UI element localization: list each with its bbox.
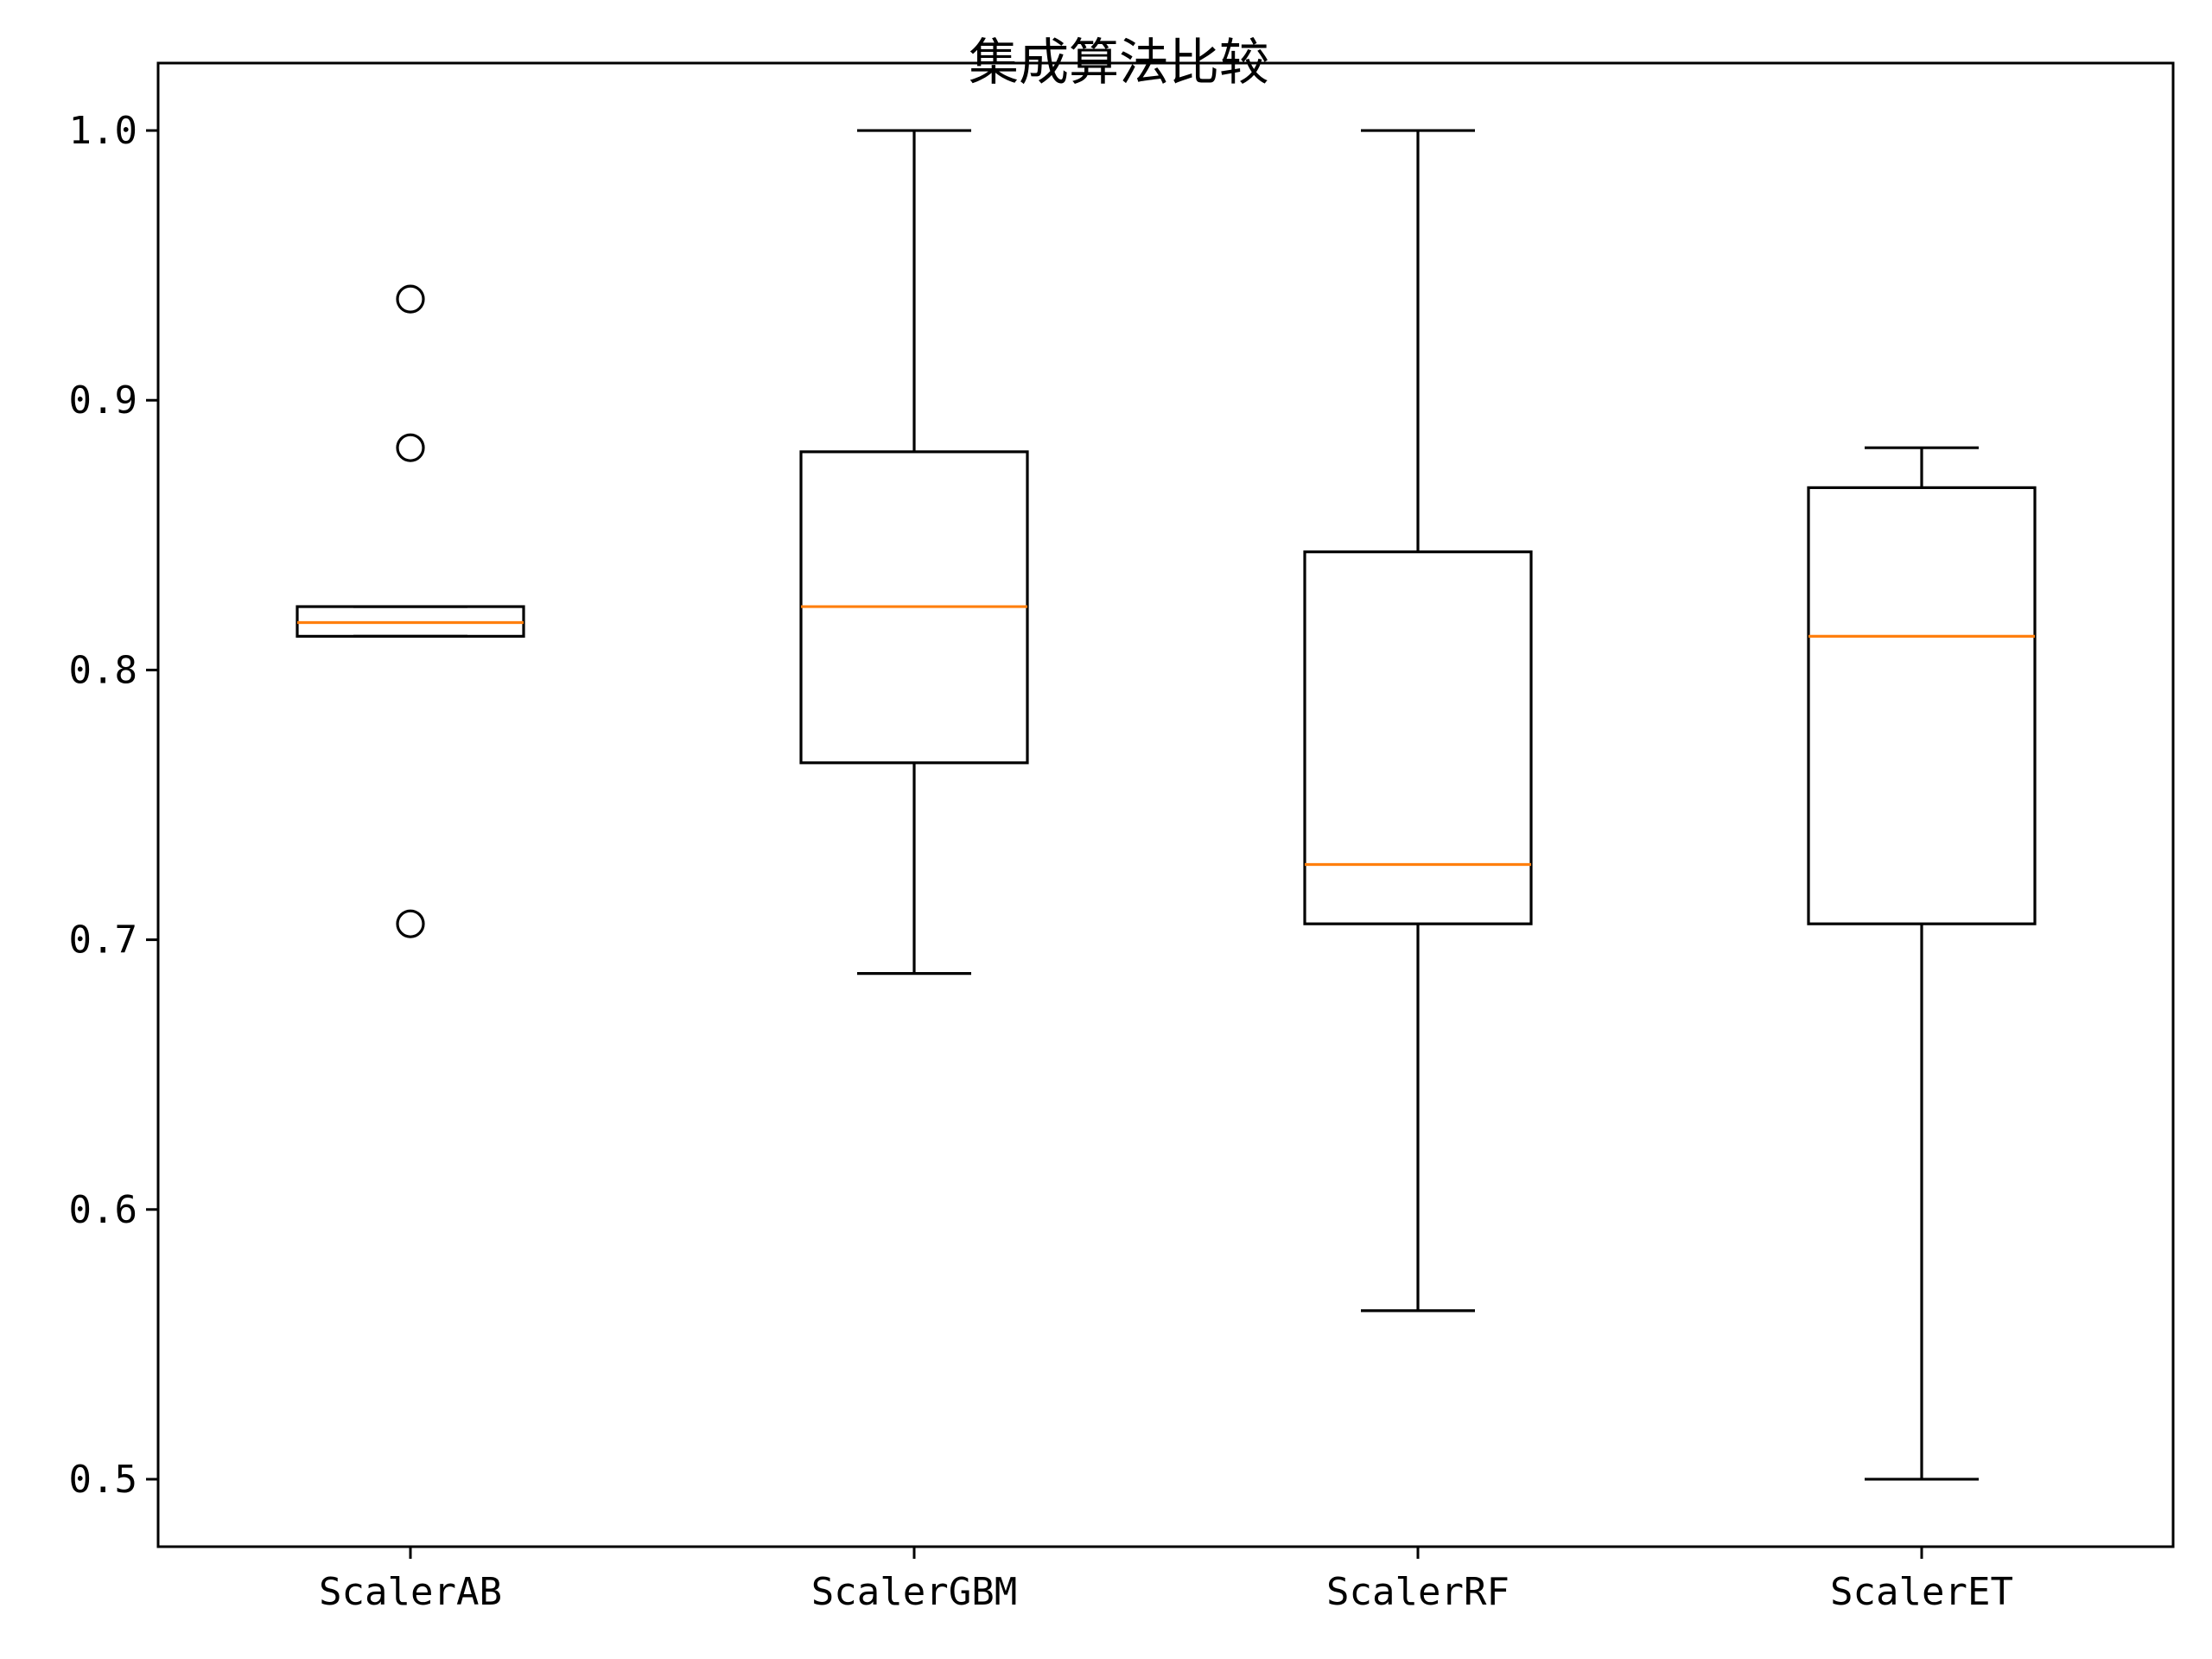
y-tick-label-5: 1.0: [69, 109, 137, 153]
x-tick-label-scalergbm: ScalerGBM: [811, 1570, 1017, 1614]
outlier-point-scalerab-2: [396, 909, 425, 938]
outlier-point-scalerab-0: [396, 284, 425, 314]
x-tick-label-scalerrf: ScalerRF: [1326, 1570, 1510, 1614]
chart-title: 集成算法比较: [969, 33, 1269, 92]
box-iqr-scalerrf: [1303, 550, 1533, 925]
x-tick-label-scalerab: ScalerAB: [319, 1570, 502, 1614]
y-tick-label-3: 0.8: [69, 648, 137, 692]
box-group-scalerab: [296, 284, 525, 938]
box-group-scalerrf: [1303, 129, 1533, 1313]
x-tick-label-scaleret: ScalerET: [1830, 1570, 2013, 1614]
plot-area-frame: [156, 61, 2175, 1548]
y-tick-label-4: 0.9: [69, 378, 137, 423]
plot-layer: [296, 129, 2037, 1481]
box-group-scalergbm: [799, 129, 1029, 976]
outlier-point-scalerab-1: [396, 433, 425, 462]
y-tick-label-0: 0.5: [69, 1458, 137, 1502]
y-tick-label-1: 0.6: [69, 1188, 137, 1232]
box-group-scaleret: [1807, 446, 2037, 1481]
axes-layer: ScalerAB ScalerGBM ScalerRF ScalerET 0.5 0.6 0…: [69, 109, 2013, 1614]
y-tick-label-2: 0.7: [69, 918, 137, 963]
box-iqr-scaleret: [1807, 486, 2037, 925]
